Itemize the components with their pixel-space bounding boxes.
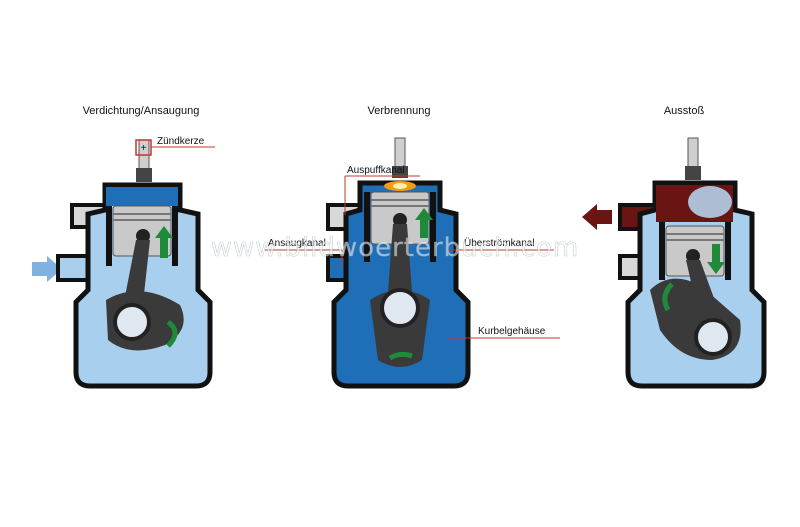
cylinder-wall-right xyxy=(430,192,436,262)
stage-title-exhaust: Ausstoß xyxy=(664,105,705,117)
piston-pin xyxy=(686,249,700,263)
cylinder-wall-left xyxy=(106,206,112,266)
rotation-arrow-icon xyxy=(662,282,674,312)
stage-title-compression-intake: Verdichtung/Ansaugung xyxy=(83,105,200,117)
engine-stage-compression-intake: + xyxy=(32,139,213,389)
crankshaft xyxy=(380,288,420,328)
label-transfer-port: Überströmkanal xyxy=(464,237,535,249)
down-arrow-icon xyxy=(707,244,725,274)
label-crankcase: Kurbelgehäuse xyxy=(478,326,546,337)
engine-stage-combustion xyxy=(326,137,471,389)
spark-plug xyxy=(394,137,406,169)
combustion-flame-core xyxy=(393,183,407,189)
piston-pin xyxy=(136,229,150,243)
label-exhaust-port: Auspuffkanal xyxy=(347,165,405,176)
spark-symbol: + xyxy=(141,143,147,154)
stage-title-combustion: Verbrennung xyxy=(368,105,431,117)
cylinder-wall-left xyxy=(364,192,370,262)
rotation-arrow-icon xyxy=(388,351,413,361)
label-intake-port: Ansaugkanal xyxy=(268,238,326,249)
connecting-rod xyxy=(388,224,412,292)
cylinder-wall-left xyxy=(659,222,665,280)
spark-plug-base xyxy=(136,168,152,182)
crankshaft xyxy=(694,318,732,356)
watermark: www.bildwoerterbuch.com xyxy=(211,233,579,263)
engine-stage-exhaust xyxy=(582,137,767,389)
spark-plug xyxy=(687,137,699,169)
intake-arrow-icon xyxy=(32,256,62,282)
compressed-mixture xyxy=(106,187,178,206)
exhaust-arrow-icon xyxy=(582,204,612,230)
up-arrow-icon xyxy=(155,226,173,258)
crankshaft xyxy=(113,303,151,341)
spark-plug-base xyxy=(685,166,701,180)
cylinder-wall-right xyxy=(725,222,731,280)
fresh-charge-cloud xyxy=(688,186,732,218)
rotation-arrow-icon xyxy=(166,319,178,348)
cylinder-wall-right xyxy=(172,206,178,266)
piston-pin xyxy=(393,213,407,227)
spark-plug-base xyxy=(392,166,408,178)
up-arrow-icon xyxy=(415,208,433,238)
label-spark-plug: Zündkerze xyxy=(157,136,205,147)
